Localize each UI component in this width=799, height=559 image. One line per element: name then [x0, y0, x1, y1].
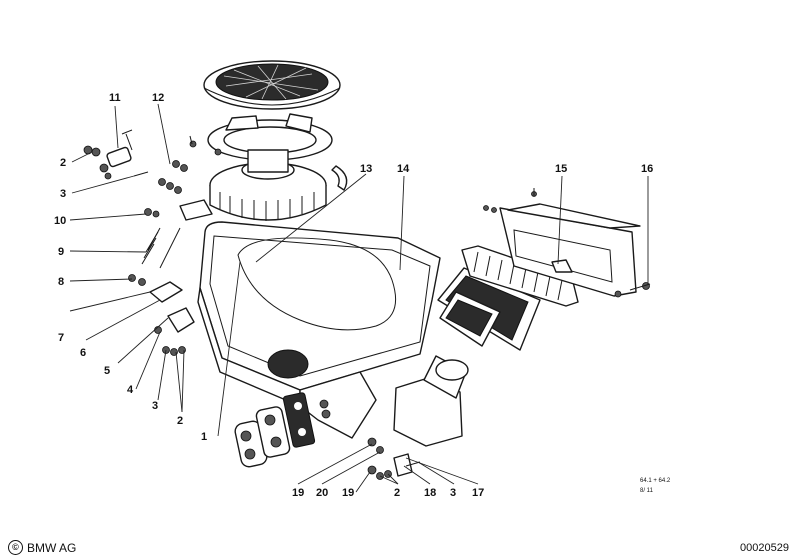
callout-18: 18 — [424, 487, 436, 499]
callouts: 11 12 2 3 10 9 8 7 6 5 4 3 2 1 13 14 15 … — [54, 92, 653, 499]
callout-2c: 2 — [394, 487, 400, 499]
callout-3b: 3 — [152, 400, 158, 412]
reference-note: 64.1 + 64.2 8/ 11 — [640, 476, 670, 496]
callout-7: 7 — [58, 332, 64, 344]
callout-13: 13 — [360, 163, 372, 175]
callout-4: 4 — [127, 384, 134, 396]
callout-16: 16 — [641, 163, 653, 175]
callout-2b: 2 — [177, 415, 183, 427]
callout-11: 11 — [109, 92, 121, 104]
callout-9: 9 — [58, 246, 64, 258]
blower-grille — [203, 60, 341, 110]
callout-12: 12 — [152, 92, 164, 104]
document-number: 00020529 — [740, 542, 789, 554]
blower-motor-fan — [209, 149, 327, 221]
callout-17: 17 — [472, 487, 484, 499]
gaskets — [234, 392, 316, 468]
brand-name: BMW AG — [27, 540, 77, 555]
callout-10: 10 — [54, 215, 66, 227]
callout-3: 3 — [60, 188, 66, 200]
callout-8: 8 — [58, 276, 64, 288]
callout-5: 5 — [104, 365, 110, 377]
leader-lines — [69, 103, 649, 493]
callout-19b: 19 — [342, 487, 354, 499]
outlet-duct — [393, 355, 469, 447]
callout-14: 14 — [397, 163, 410, 175]
blower-ring — [207, 113, 348, 191]
reference-note-line1: 64.1 + 64.2 — [640, 478, 671, 484]
reference-note-line2: 8/ 11 — [640, 488, 653, 494]
callout-6: 6 — [80, 347, 86, 359]
callout-15: 15 — [555, 163, 567, 175]
callout-1: 1 — [201, 431, 207, 443]
callout-19a: 19 — [292, 487, 304, 499]
air-duct — [461, 245, 579, 307]
heater-core — [437, 267, 541, 351]
copyright-footer: © BMW AG — [8, 540, 76, 555]
callout-20: 20 — [316, 487, 328, 499]
callout-2: 2 — [60, 157, 66, 169]
control-linkage — [141, 199, 213, 333]
callout-3c: 3 — [450, 487, 456, 499]
copyright-icon: © — [8, 540, 23, 555]
heater-bracket — [499, 203, 641, 297]
